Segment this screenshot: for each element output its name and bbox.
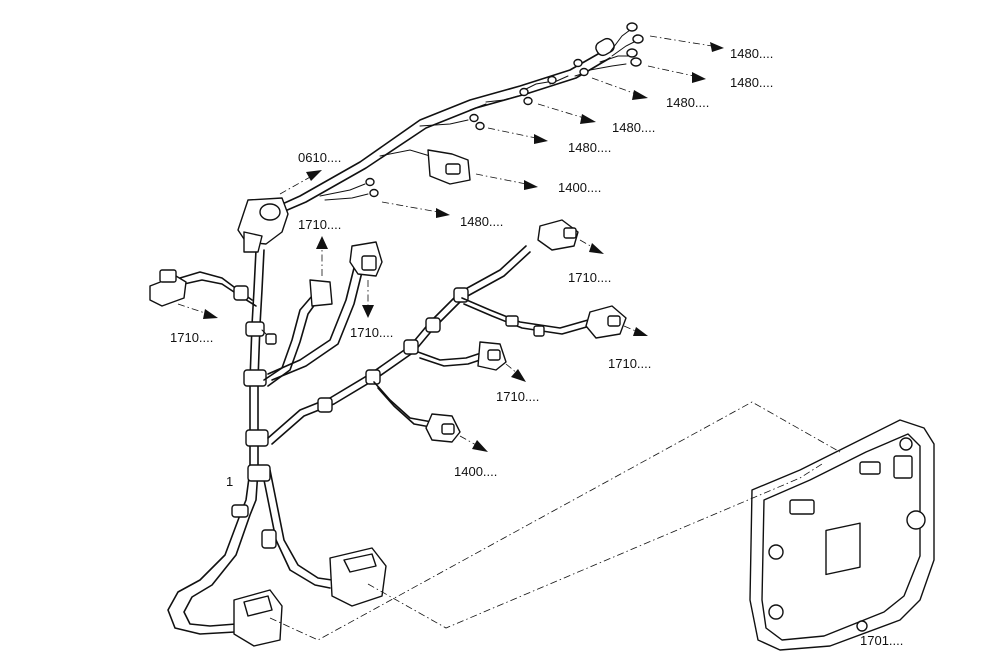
right-branch — [267, 219, 627, 445]
callout-label: 1710.... — [298, 217, 341, 232]
callout-label: 1400.... — [558, 180, 601, 195]
callout-label: 1480.... — [612, 120, 655, 135]
callout-label: 0610.... — [298, 150, 341, 165]
callout-label: 1480.... — [666, 95, 709, 110]
callout-label: 1701.... — [860, 633, 903, 648]
callout-label: 1710.... — [170, 330, 213, 345]
left-branch — [149, 269, 277, 345]
callout-label: 1480.... — [730, 75, 773, 90]
callout-label: 1710.... — [350, 325, 393, 340]
callout-label: 1710.... — [608, 356, 651, 371]
assembly-label: 1 — [226, 474, 233, 489]
callout-label: 1480.... — [568, 140, 611, 155]
middle-branch — [263, 241, 383, 387]
callout-label: 1480.... — [730, 46, 773, 61]
callout-label: 1400.... — [454, 464, 497, 479]
callout-label: 1480.... — [460, 214, 503, 229]
harness-trunk — [167, 249, 333, 635]
callout-label: 1710.... — [496, 389, 539, 404]
callout-labels: 1 1480.... 1480.... 1480.... 1480.... 14… — [170, 46, 903, 648]
leader-lines — [177, 35, 841, 641]
ecu-module — [749, 419, 935, 651]
callout-label: 1710.... — [568, 270, 611, 285]
ecu-harness-connectors — [233, 547, 387, 647]
upper-harness-branch — [237, 22, 644, 253]
